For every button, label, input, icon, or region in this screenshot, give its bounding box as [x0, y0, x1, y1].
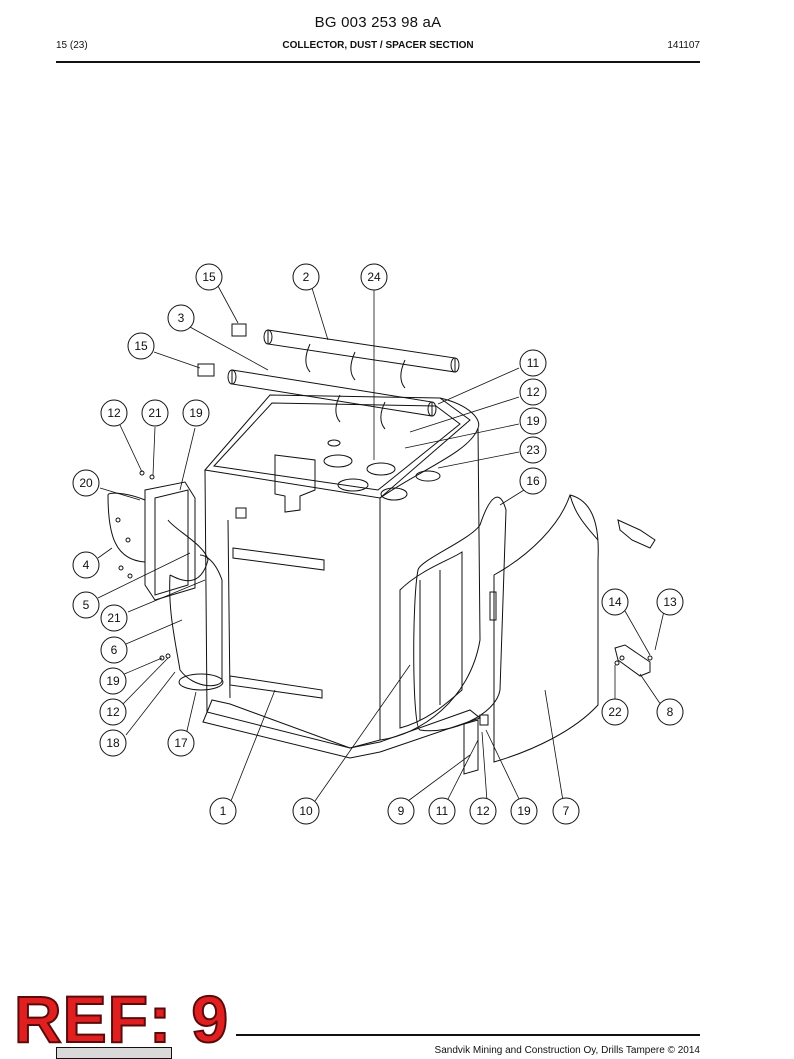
balloon: 4 — [72, 551, 100, 579]
balloon: 3 — [167, 304, 195, 332]
balloon-number: 19 — [106, 674, 120, 688]
balloon-number: 3 — [178, 311, 185, 325]
balloon: 1 — [209, 797, 237, 825]
page-indicator: 15 (23) — [56, 40, 88, 51]
balloon: 13 — [656, 588, 684, 616]
balloon-number: 21 — [148, 406, 162, 420]
balloon: 23 — [519, 436, 547, 464]
balloon: 14 — [601, 588, 629, 616]
balloon: 9 — [387, 797, 415, 825]
balloon: 17 — [167, 729, 195, 757]
balloon-number: 24 — [367, 270, 381, 284]
balloon: 12 — [99, 698, 127, 726]
balloon: 15 — [195, 263, 223, 291]
balloon: 18 — [99, 729, 127, 757]
balloon-number: 18 — [106, 736, 120, 750]
leader-lines — [97, 285, 665, 802]
page-title: COLLECTOR, DUST / SPACER SECTION — [282, 40, 474, 51]
balloon: 6 — [100, 636, 128, 664]
balloon: 7 — [552, 797, 580, 825]
footer-copyright: Sandvik Mining and Construction Oy, Dril… — [434, 1045, 700, 1056]
balloon-number: 19 — [526, 414, 540, 428]
balloon: 19 — [99, 667, 127, 695]
balloon-number: 12 — [526, 385, 540, 399]
balloon-number: 19 — [189, 406, 203, 420]
balloon-number: 12 — [106, 705, 120, 719]
balloon: 19 — [182, 399, 210, 427]
balloon: 22 — [601, 698, 629, 726]
balloon-number: 6 — [111, 643, 118, 657]
balloon-number: 23 — [526, 443, 540, 457]
balloon-number: 13 — [663, 595, 677, 609]
balloon: 21 — [141, 399, 169, 427]
reference-stamp: REF: 9 — [13, 982, 230, 1056]
balloon-number: 10 — [299, 804, 313, 818]
balloon: 11 — [428, 797, 456, 825]
balloon: 10 — [292, 797, 320, 825]
balloon-number: 22 — [608, 705, 622, 719]
balloon-number: 12 — [107, 406, 121, 420]
balloon: 2 — [292, 263, 320, 291]
drawing-linework — [107, 323, 656, 775]
balloon: 11 — [519, 349, 547, 377]
balloon: 12 — [100, 399, 128, 427]
balloon: 19 — [510, 797, 538, 825]
page-header: 15 (23) COLLECTOR, DUST / SPACER SECTION… — [56, 40, 700, 56]
balloon: 19 — [519, 407, 547, 435]
balloon-number: 16 — [526, 474, 540, 488]
balloon: 15 — [127, 332, 155, 360]
footer-rule — [236, 1034, 700, 1036]
balloon-number: 2 — [303, 270, 310, 284]
balloon: 16 — [519, 467, 547, 495]
balloon-number: 11 — [436, 804, 449, 818]
balloon-number: 5 — [83, 598, 90, 612]
balloon-number: 4 — [83, 558, 90, 572]
balloon: 5 — [72, 591, 100, 619]
balloon-callouts: 15 2 24 3 15 11 12 19 12 21 19 23 20 16 … — [72, 263, 684, 825]
balloon: 21 — [100, 604, 128, 632]
balloon: 12 — [519, 378, 547, 406]
balloon-number: 11 — [527, 356, 540, 370]
balloon-number: 1 — [220, 804, 227, 818]
date-code: 141107 — [667, 40, 700, 51]
balloon-number: 19 — [517, 804, 531, 818]
balloon-number: 9 — [398, 804, 405, 818]
balloon: 24 — [360, 263, 388, 291]
balloon-number: 14 — [608, 595, 622, 609]
balloon: 20 — [72, 469, 100, 497]
balloon-number: 15 — [202, 270, 216, 284]
balloon: 8 — [656, 698, 684, 726]
company-logo-icon — [56, 1047, 172, 1059]
document-number: BG 003 253 98 aA — [314, 14, 442, 31]
balloon-number: 17 — [174, 736, 188, 750]
header-rule — [56, 61, 700, 63]
balloon: 12 — [469, 797, 497, 825]
balloon-number: 8 — [667, 705, 674, 719]
balloon-number: 21 — [107, 611, 121, 625]
balloon-number: 15 — [134, 339, 148, 353]
balloon-number: 20 — [79, 476, 93, 490]
balloon-number: 12 — [476, 804, 490, 818]
balloon-number: 7 — [563, 804, 570, 818]
